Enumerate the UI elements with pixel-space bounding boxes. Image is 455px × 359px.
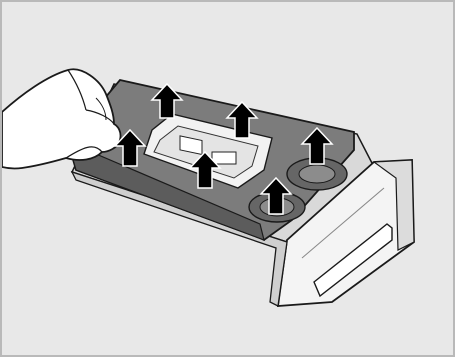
illustration-frame	[0, 0, 455, 357]
detergent-drawer-illustration	[2, 2, 455, 359]
